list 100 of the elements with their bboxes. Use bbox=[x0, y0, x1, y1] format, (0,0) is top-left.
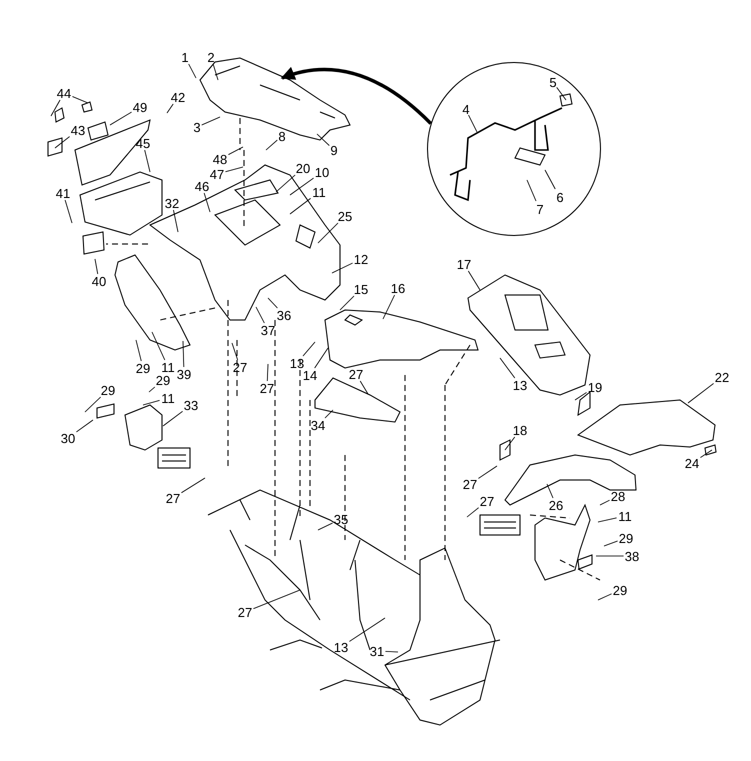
callout-number: 20 bbox=[294, 161, 312, 175]
leader-line bbox=[166, 104, 174, 114]
leader-line bbox=[266, 140, 278, 150]
leader-line bbox=[688, 383, 714, 404]
callout-number: 27 bbox=[164, 491, 182, 505]
callout-number: 37 bbox=[260, 323, 276, 337]
leader-line bbox=[318, 222, 338, 244]
leader-line bbox=[526, 180, 536, 202]
callout-number: 18 bbox=[512, 423, 528, 437]
leader-line bbox=[349, 618, 386, 642]
leader-line bbox=[54, 136, 70, 148]
callout-number: 11 bbox=[160, 360, 176, 374]
callout-number: 17 bbox=[456, 257, 472, 271]
callout-number: 1 bbox=[180, 50, 190, 64]
leader-line bbox=[110, 112, 132, 126]
callout-number: 6 bbox=[555, 190, 565, 204]
leader-line bbox=[228, 146, 244, 156]
callout-number: 27 bbox=[258, 381, 276, 395]
leader-line bbox=[152, 332, 166, 360]
callout-number: 19 bbox=[586, 380, 604, 394]
callout-number: 41 bbox=[54, 186, 72, 200]
callout-number: 14 bbox=[302, 368, 318, 382]
leader-line bbox=[290, 178, 314, 196]
callout-number: 33 bbox=[182, 398, 200, 412]
callout-number: 3 bbox=[192, 120, 202, 134]
leader-line bbox=[544, 170, 556, 190]
callout-number: 11 bbox=[616, 509, 634, 523]
leader-line bbox=[318, 522, 333, 530]
callout-number: 29 bbox=[154, 373, 172, 387]
callout-number: 34 bbox=[310, 418, 326, 432]
callout-number: 47 bbox=[208, 167, 226, 181]
leader-line bbox=[94, 258, 98, 274]
callout-number: 13 bbox=[332, 640, 350, 654]
callout-number: 13 bbox=[512, 378, 528, 392]
callout-number: 11 bbox=[160, 391, 176, 405]
callout-number: 4 bbox=[461, 102, 471, 116]
callout-number: 12 bbox=[352, 252, 370, 266]
leader-line bbox=[201, 116, 220, 126]
leader-line bbox=[466, 507, 479, 518]
leader-line bbox=[256, 306, 265, 324]
leader-line bbox=[136, 340, 142, 362]
leader-line bbox=[148, 386, 156, 392]
leader-line bbox=[290, 198, 311, 214]
leader-line bbox=[84, 396, 102, 412]
callout-number: 45 bbox=[134, 136, 152, 150]
callout-number: 44 bbox=[56, 86, 72, 100]
leader-line bbox=[598, 593, 612, 600]
callout-number: 48 bbox=[212, 152, 228, 166]
leader-line bbox=[478, 466, 498, 479]
callout-number: 9 bbox=[329, 143, 339, 157]
leader-line bbox=[504, 436, 516, 450]
callout-number: 27 bbox=[348, 367, 364, 381]
leader-line bbox=[468, 270, 480, 290]
leader-line bbox=[266, 364, 268, 382]
leader-line bbox=[468, 114, 478, 132]
leader-line bbox=[76, 420, 94, 432]
leader-line bbox=[324, 410, 334, 418]
leader-line bbox=[382, 294, 396, 320]
leader-line bbox=[600, 500, 610, 506]
callout-number: 25 bbox=[336, 209, 354, 223]
callout-number: 24 bbox=[684, 456, 700, 470]
leader-line bbox=[253, 590, 300, 610]
leader-line bbox=[50, 100, 60, 116]
callout-number: 27 bbox=[478, 494, 496, 508]
callout-number: 13 bbox=[288, 356, 306, 370]
leader-line bbox=[181, 478, 206, 494]
leader-line bbox=[546, 484, 554, 498]
leader-line bbox=[574, 392, 587, 400]
callout-number: 42 bbox=[170, 90, 186, 104]
leader-line bbox=[188, 64, 196, 78]
leader-line bbox=[162, 410, 183, 426]
leader-line bbox=[314, 348, 328, 368]
callout-number: 29 bbox=[134, 361, 152, 375]
callout-number: 29 bbox=[618, 531, 634, 545]
callout-number: 27 bbox=[462, 477, 478, 491]
callout-number: 38 bbox=[624, 549, 640, 563]
callout-number: 29 bbox=[100, 383, 116, 397]
leader-line bbox=[556, 86, 566, 100]
arrow bbox=[280, 67, 432, 125]
leader-line bbox=[276, 174, 296, 192]
leader-line bbox=[72, 96, 88, 104]
callout-number: 30 bbox=[60, 431, 76, 445]
callout-number: 29 bbox=[612, 583, 628, 597]
callout-number: 31 bbox=[368, 644, 386, 658]
callout-number: 32 bbox=[164, 196, 180, 210]
callout-number: 26 bbox=[548, 498, 564, 512]
callout-number: 28 bbox=[610, 489, 626, 503]
leader-line bbox=[598, 517, 617, 522]
callout-number: 16 bbox=[390, 281, 406, 295]
callout-number: 8 bbox=[277, 129, 287, 143]
callout-number: 39 bbox=[176, 367, 192, 381]
callout-number: 36 bbox=[276, 308, 292, 322]
callout-number: 11 bbox=[310, 185, 328, 199]
leader-line bbox=[360, 380, 368, 394]
leader-line bbox=[232, 342, 238, 360]
callout-number: 27 bbox=[236, 605, 254, 619]
callout-number: 40 bbox=[90, 274, 108, 288]
leader-line bbox=[144, 150, 150, 172]
leader-line bbox=[500, 358, 516, 378]
leader-line bbox=[700, 450, 712, 458]
